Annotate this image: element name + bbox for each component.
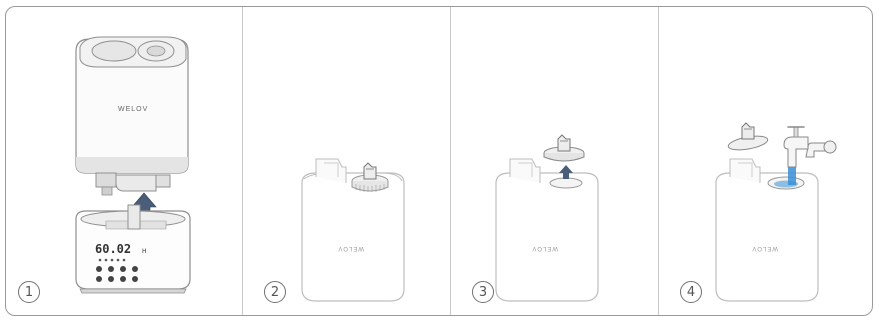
step-panel-4: WELOV 4 [658, 7, 873, 315]
tank-brand-text: WELOV [751, 245, 778, 251]
step-number-1: 1 [18, 281, 40, 303]
step-number-3: 3 [472, 281, 494, 303]
humidifier-separated-illustration: WELOV 60.02 H [6, 7, 242, 316]
step-number-2: 2 [264, 281, 286, 303]
tank-refill-illustration: WELOV [658, 7, 873, 316]
step-panel-1: WELOV 60.02 H [6, 7, 242, 315]
tank-remove-cap-illustration: WELOV [450, 7, 658, 316]
step-panel-2: WELOV 2 [242, 7, 450, 315]
instruction-frame: WELOV 60.02 H [5, 6, 873, 316]
tank-with-cap-illustration: WELOV [242, 7, 450, 316]
step-panel-3: WELOV 3 [450, 7, 658, 315]
tank-brand-text: WELOV [337, 245, 364, 251]
tank-brand-text: WELOV [531, 245, 558, 251]
display-readout: 60.02 [95, 242, 131, 256]
tank-brand-text: WELOV [118, 106, 148, 113]
step-number-4: 4 [680, 281, 702, 303]
display-unit: H [142, 248, 147, 255]
